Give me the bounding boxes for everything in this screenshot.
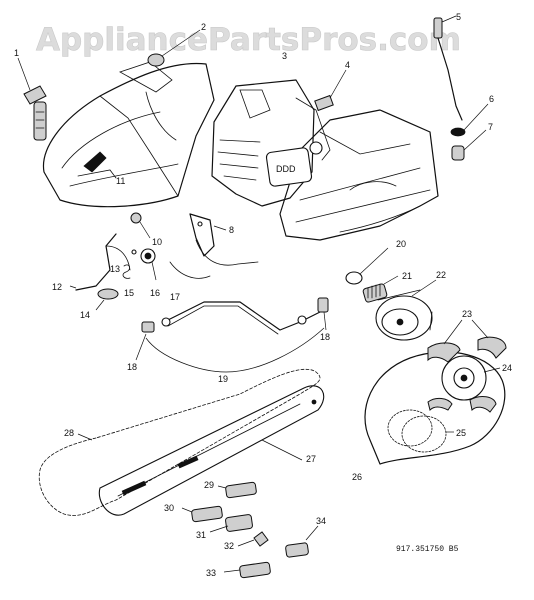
part-31-cutter	[209, 514, 253, 533]
part-14-knob	[95, 288, 119, 311]
part-20-washer	[345, 247, 389, 285]
part-10-bushing	[130, 212, 151, 239]
watermark-text: AppliancePartsPros.com	[36, 22, 461, 58]
callout-14: 14	[80, 310, 90, 320]
part-8-bracket	[189, 213, 259, 266]
callout-33: 33	[206, 568, 216, 578]
callout-5: 5	[456, 12, 461, 22]
part-7-sleeve	[451, 129, 487, 161]
part-19-oil-line	[145, 301, 325, 373]
callout-13: 13	[110, 264, 120, 274]
part-18-fitting-right	[297, 297, 329, 331]
engine-assembly: DDD	[211, 79, 331, 207]
part-12-13-throttle-rod	[69, 233, 137, 291]
part-1-starter-handle	[17, 57, 47, 141]
part-21-needle-bearing	[362, 275, 399, 303]
chassis-frame	[279, 109, 439, 241]
part-32-rivet	[237, 531, 269, 547]
part-5-rod	[433, 15, 463, 121]
part-27-guide-bar	[98, 385, 325, 516]
callout-32: 32	[224, 541, 234, 551]
callout-7: 7	[488, 122, 493, 132]
callout-10: 10	[152, 237, 162, 247]
part-6-washer	[450, 103, 489, 137]
callout-20: 20	[396, 239, 406, 249]
part-28-chain	[38, 368, 321, 516]
part-29-drive-link	[217, 481, 257, 499]
callout-17: 17	[170, 292, 180, 302]
part-30-side-link	[181, 505, 223, 523]
part-2-cap	[147, 29, 201, 67]
part-34-tie-strap	[285, 525, 319, 558]
part-23-clutch-shoes	[427, 319, 507, 413]
part-16-pivot	[140, 248, 157, 281]
callout-18-right: 18	[320, 332, 330, 342]
callout-6: 6	[489, 94, 494, 104]
callout-15: 15	[124, 288, 134, 298]
callout-24: 24	[502, 363, 512, 373]
part-33-side-link	[223, 561, 271, 579]
callout-25: 25	[456, 428, 466, 438]
part-24-clutch-hub	[441, 355, 501, 401]
callout-21: 21	[402, 271, 412, 281]
callout-23: 23	[462, 309, 472, 319]
part-22-clutch-drum	[375, 279, 437, 341]
callout-labels: 1 2 3 4 5 6 7 8 10 11 12 13 14 15 16 17 …	[14, 12, 512, 578]
callout-12: 12	[52, 282, 62, 292]
callout-18-left: 18	[127, 362, 137, 372]
svg-text:DDD: DDD	[276, 164, 296, 174]
callout-29: 29	[204, 480, 214, 490]
part-26-clutch-group	[364, 351, 506, 465]
part-17-line	[169, 261, 211, 279]
callout-34: 34	[316, 516, 326, 526]
chainsaw-housing	[42, 61, 215, 208]
part-18-fitting-left	[135, 317, 171, 361]
callout-31: 31	[196, 530, 206, 540]
part-15-spring	[122, 264, 131, 279]
callout-3: 3	[282, 51, 287, 61]
callout-26: 26	[352, 472, 362, 482]
callout-11: 11	[116, 176, 125, 186]
callout-22: 22	[436, 270, 446, 280]
callout-19: 19	[218, 374, 228, 384]
callout-28: 28	[64, 428, 74, 438]
part-4-bolt	[314, 69, 347, 112]
diagram-reference-code: 917.351750 B5	[396, 545, 459, 554]
callout-4: 4	[345, 60, 350, 70]
callout-1: 1	[14, 48, 19, 58]
callout-8: 8	[229, 225, 234, 235]
callout-27: 27	[306, 454, 316, 464]
callout-16: 16	[150, 288, 160, 298]
callout-30: 30	[164, 503, 174, 513]
callout-2: 2	[201, 22, 206, 32]
part-25-springs	[387, 409, 454, 453]
